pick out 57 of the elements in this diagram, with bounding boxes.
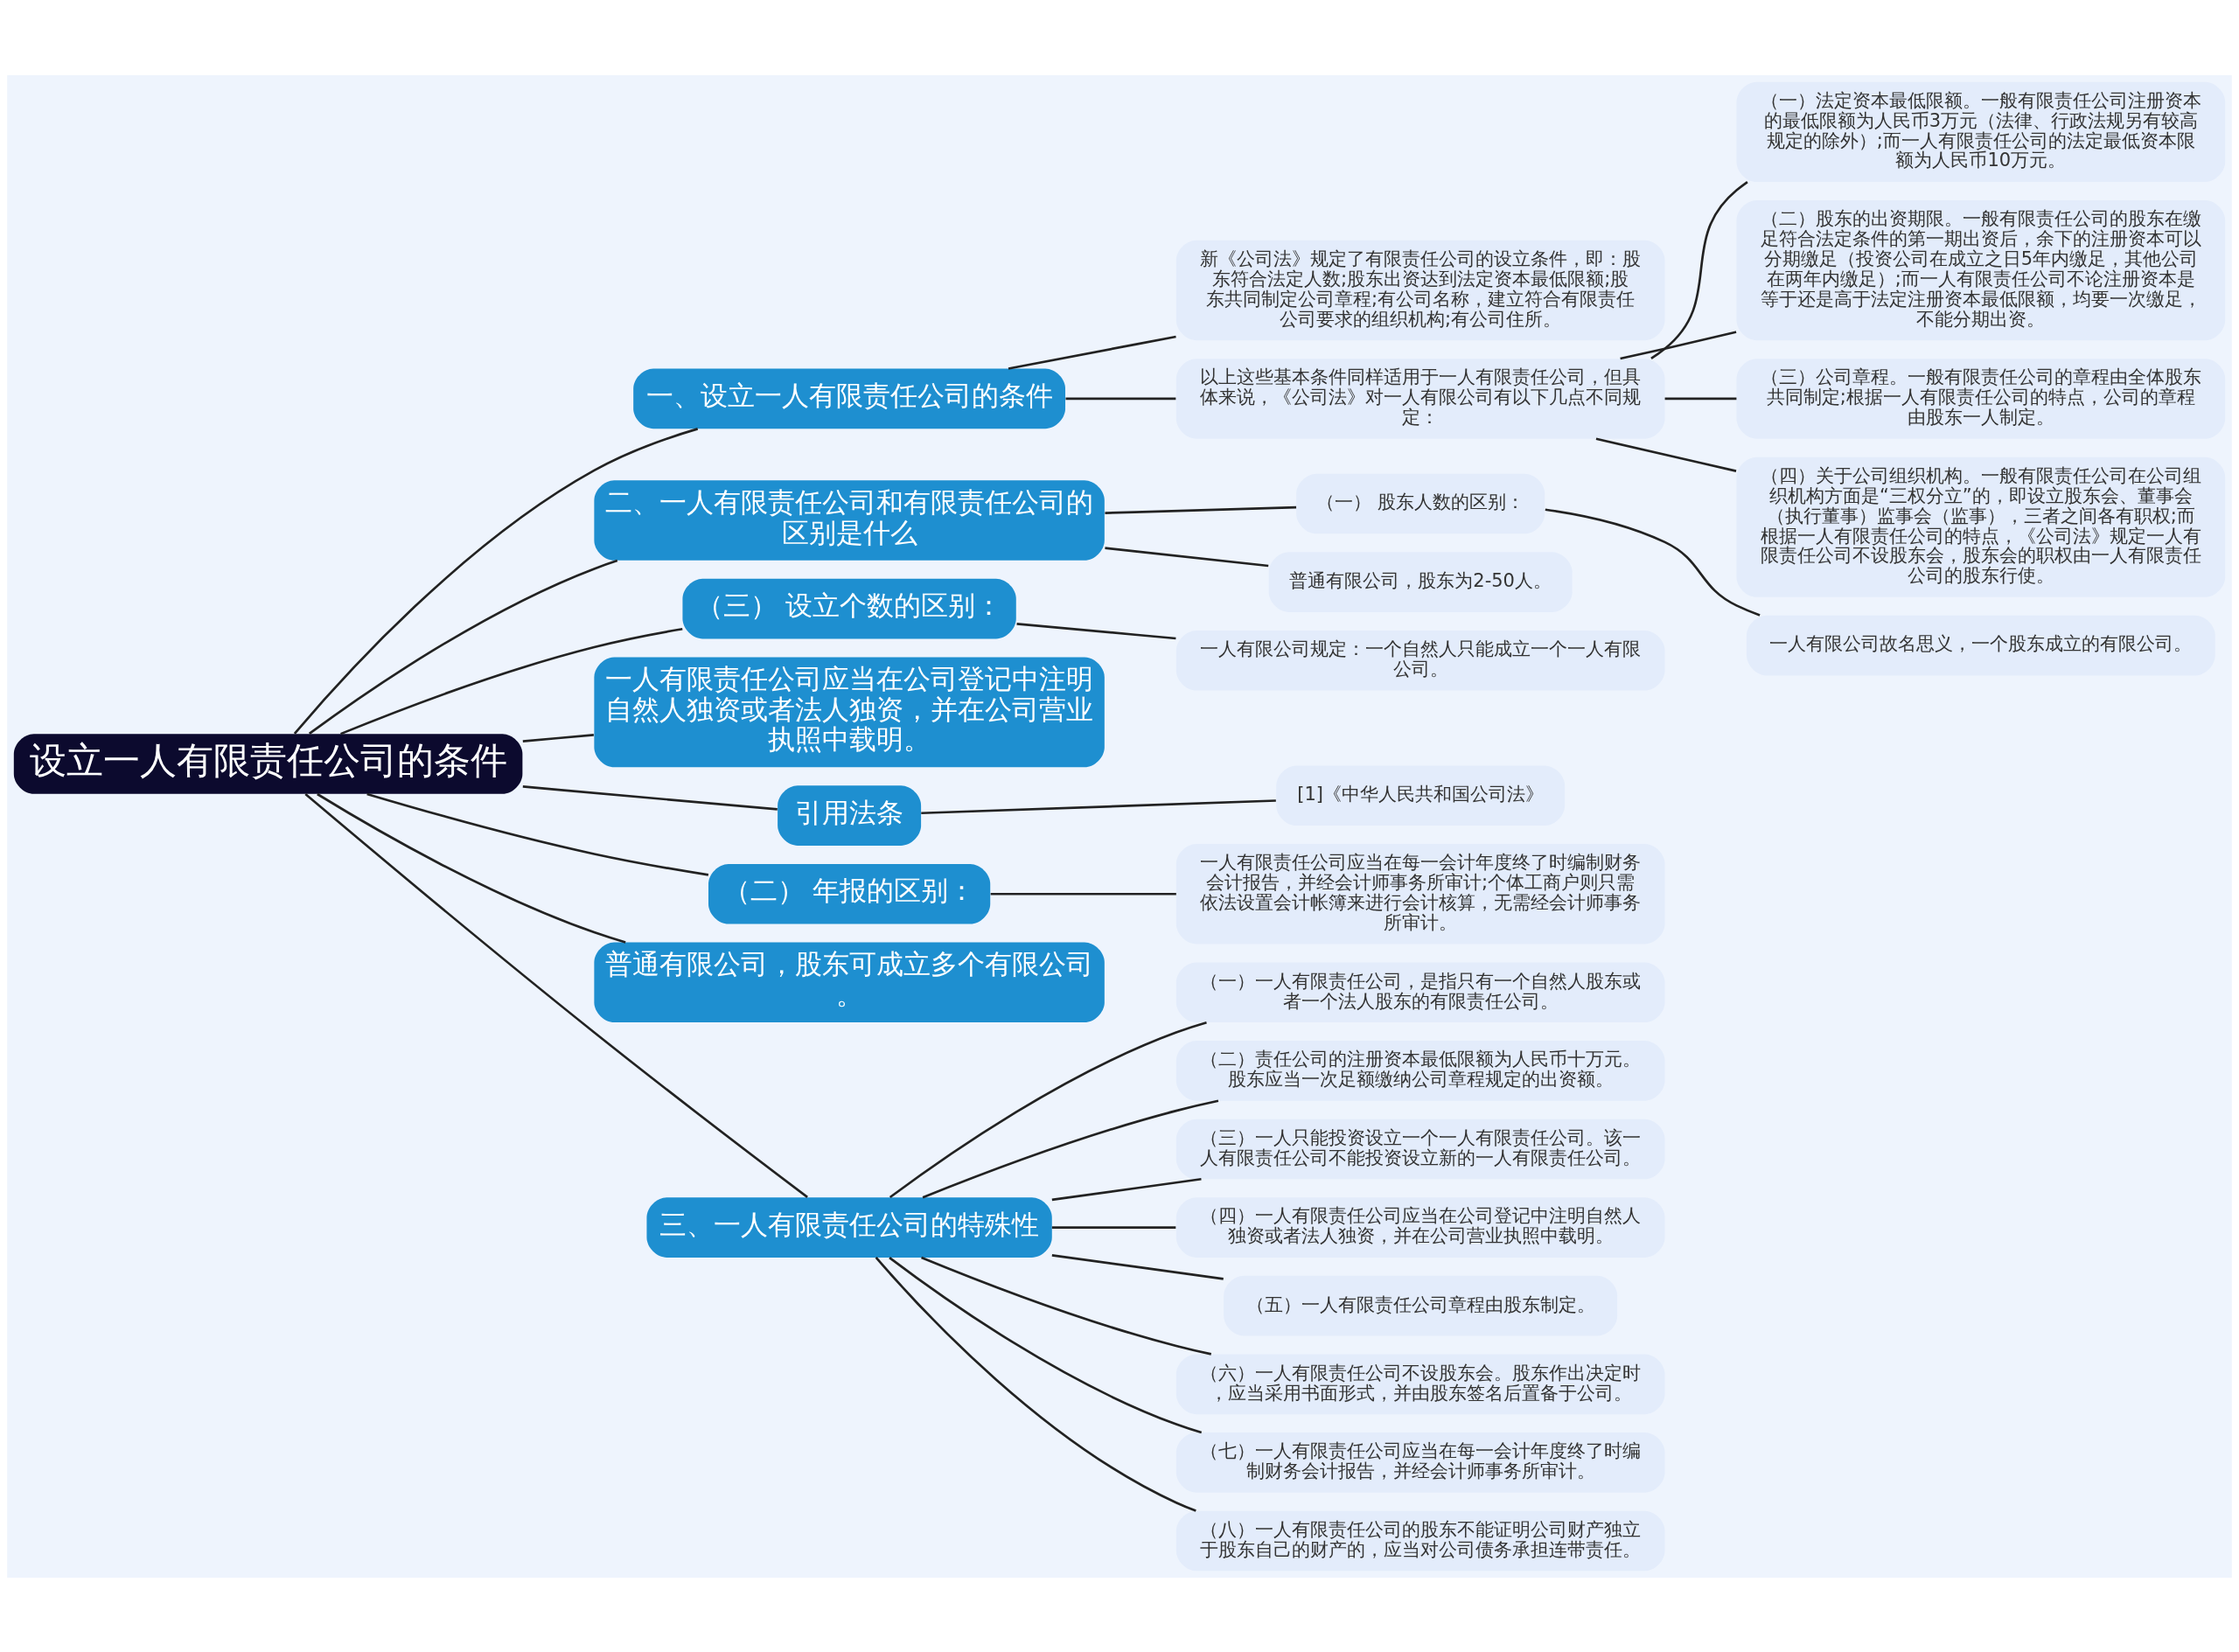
node-box: （二）责任公司的注册资本最低限额为人民币十万元。股东应当一次足额缴纳公司章程规定的出资额。 bbox=[1175, 1040, 1665, 1101]
node-box: 普通有限公司，股东可成立多个有限公司。 bbox=[594, 942, 1105, 1022]
node-box: 引用法条 bbox=[778, 784, 922, 846]
node-box: 一人有限责任公司应当在每一会计年度终了时编制财务会计报告，并经会计师事务所审计;个体工商户则只需依法设置会计帐簿来进行会计核算，无需经会计师事务所审计。 bbox=[1175, 843, 1665, 944]
node-box: 以上这些基本条件同样适用于一人有限责任公司，但具体来说，《公司法》对一人有限公司有以下几点不同规定： bbox=[1175, 358, 1665, 439]
node-box: 三、一人有限责任公司的特殊性 bbox=[646, 1196, 1052, 1258]
connector bbox=[922, 1099, 1219, 1198]
connector bbox=[1650, 180, 1748, 359]
node-box: （五）一人有限责任公司章程由股东制定。 bbox=[1224, 1275, 1618, 1335]
node-box: [1]《中华人民共和国公司法》 bbox=[1276, 764, 1566, 826]
connector bbox=[889, 1021, 1207, 1198]
connector bbox=[1051, 1253, 1224, 1280]
connector bbox=[1620, 330, 1737, 359]
connector bbox=[1016, 622, 1176, 639]
node-box: （四）关于公司组织机构。一般有限责任公司在公司组织机构方面是“三权分立”的，即设立股东会、董事会（执行董事）监事会（监事），三者之间各有职权;而根据一人有限责任公司的特点，《公司法》规定一人有限责任公司不设股东会，股东会的职权由一人有限责任公司的股东行使。 bbox=[1736, 457, 2226, 597]
connector bbox=[990, 892, 1176, 896]
connector bbox=[1105, 546, 1269, 567]
node-box: （六）一人有限责任公司不设股东会。股东作出决定时，应当采用书面形式，并由股东签名后置备于公司。 bbox=[1175, 1354, 1665, 1414]
connector bbox=[875, 1256, 1196, 1512]
node-box: 二、一人有限责任公司和有限责任公司的区别是什么 bbox=[594, 479, 1105, 561]
connector bbox=[1545, 507, 1761, 617]
connector bbox=[293, 427, 699, 735]
connector bbox=[921, 1256, 1212, 1356]
node-box: （七）一人有限责任公司应当在每一会计年度终了时编制财务会计报告，并经会计师事务所审计。 bbox=[1175, 1432, 1665, 1493]
connector bbox=[308, 559, 618, 735]
node-box: 一人有限公司故名思义，一个股东成立的有限公司。 bbox=[1746, 615, 2215, 675]
connector bbox=[1051, 1225, 1176, 1229]
node-box: （三）一人只能投资设立一个一人有限责任公司。该一人有限责任公司不能投资设立新的一人有限责任公司。 bbox=[1175, 1119, 1665, 1179]
node-box: （三） 设立个数的区别： bbox=[682, 578, 1016, 638]
connector bbox=[366, 792, 709, 876]
connector bbox=[921, 798, 1276, 814]
connector bbox=[889, 1256, 1203, 1433]
connector bbox=[1664, 397, 1737, 400]
node-box: 普通有限公司，股东为2-50人。 bbox=[1268, 551, 1573, 612]
node-box: （四）一人有限责任公司应当在公司登记中注明自然人独资或者法人独资，并在公司营业执照中载明。 bbox=[1175, 1196, 1665, 1258]
connector bbox=[1051, 1177, 1202, 1201]
node-box: 新《公司法》规定了有限责任公司的设立条件，即：股东符合法定人数;股东出资达到法定资本最低限额;股东共同制定公司章程;有公司名称，建立符合有限责任公司要求的组织机构;有公司住所。 bbox=[1175, 240, 1665, 340]
connector bbox=[522, 784, 778, 811]
node-box: （一）一人有限责任公司，是指只有一个自然人股东或者一个法人股东的有限责任公司。 bbox=[1175, 961, 1665, 1022]
node-box: （二）股东的出资期限。一般有限责任公司的股东在缴足符合法定条件的第一期出资后，余下的注册资本可以分期缴足（投资公司在成立之日5年内缴足，其他公司在两年内缴足）;而一人有限责任公司不论注册资本是等于还是高于法定注册资本最低限额，均要一次缴足，不能分期出资。 bbox=[1736, 199, 2226, 340]
connector bbox=[1595, 436, 1737, 472]
connector bbox=[1065, 397, 1176, 400]
connector bbox=[304, 792, 808, 1198]
node-box: （一）法定资本最低限额。一般有限责任公司注册资本的最低限额为人民币3万元（法律、行政法规另有较高规定的除外）;而一人有限责任公司的法定最低资本限额为人民币10万元。 bbox=[1736, 81, 2226, 182]
node-box: 一、设立一人有限责任公司的条件 bbox=[633, 368, 1066, 429]
connector bbox=[340, 627, 683, 735]
connector bbox=[317, 792, 626, 944]
node-box: 设立一人有限责任公司的条件 bbox=[13, 733, 523, 794]
connector bbox=[1008, 335, 1176, 370]
node-box: （八）一人有限责任公司的股东不能证明公司财产独立于股东自己的财产的，应当对公司债务承担连带责任。 bbox=[1175, 1510, 1665, 1571]
node-box: 一人有限责任公司应当在公司登记中注明自然人独资或者法人独资，并在公司营业执照中载明。 bbox=[594, 656, 1105, 767]
node-box: （一） 股东人数的区别： bbox=[1296, 473, 1545, 533]
node-box: （三）公司章程。一般有限责任公司的章程由全体股东共同制定;根据一人有限责任公司的特点，公司的章程由股东一人制定。 bbox=[1736, 358, 2226, 439]
node-box: 一人有限公司规定：一个自然人只能成立一个一人有限公司。 bbox=[1175, 630, 1665, 691]
node-box: （二） 年报的区别： bbox=[708, 863, 991, 924]
connector bbox=[522, 733, 594, 742]
connector bbox=[1105, 505, 1297, 514]
